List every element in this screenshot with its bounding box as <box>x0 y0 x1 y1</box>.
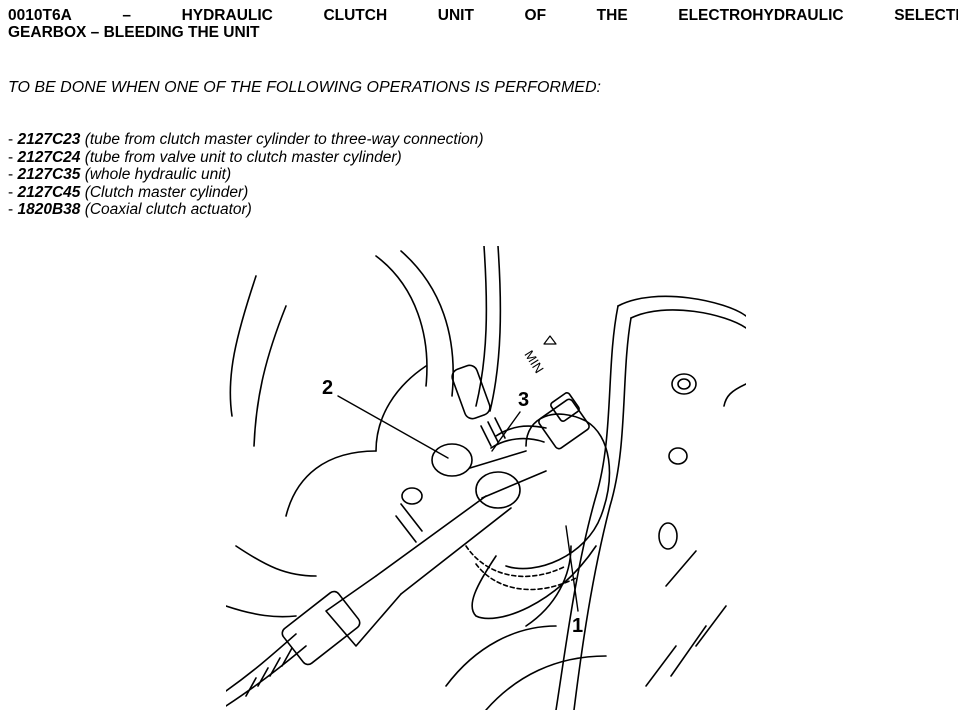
document-title: 0010T6A – HYDRAULIC CLUTCH UNIT OF THE E… <box>8 7 958 41</box>
title-word: – <box>122 7 131 24</box>
title-word: ELECTROHYDRAULIC <box>678 7 844 24</box>
callout-3: 3 <box>518 389 529 411</box>
operation-item: - 2127C35 (whole hydraulic unit) <box>8 166 232 184</box>
title-line-1: 0010T6A – HYDRAULIC CLUTCH UNIT OF THE E… <box>8 7 958 24</box>
min-mark: MIN <box>521 348 546 376</box>
callout-2: 2 <box>322 377 333 399</box>
operation-code: 1820B38 <box>17 201 81 219</box>
operations-list: - 2127C23 (tube from clutch master cylin… <box>8 131 484 219</box>
bleed-connector <box>480 392 590 450</box>
operation-item: - 2127C24 (tube from valve unit to clutc… <box>8 148 402 166</box>
operation-item: - 1820B38 (Coaxial clutch actuator) <box>8 201 252 219</box>
operation-desc: (whole hydraulic unit) <box>80 166 232 184</box>
intro-text: TO BE DONE WHEN ONE OF THE FOLLOWING OPE… <box>8 79 601 96</box>
operation-code: 2127C23 <box>17 131 81 148</box>
operation-desc: (tube from clutch master cylinder to thr… <box>80 131 484 148</box>
operation-code: 2127C45 <box>17 183 81 201</box>
title-word: 0010T6A <box>8 7 72 24</box>
clutch-unit-drawing: MIN <box>226 246 746 710</box>
operation-code: 2127C24 <box>17 148 81 166</box>
bleeder-tool <box>226 487 512 707</box>
operation-item: - 2127C23 (tube from clutch master cylin… <box>8 131 484 148</box>
supply-tube <box>451 246 502 420</box>
technical-illustration: MIN <box>226 246 746 710</box>
operation-item: - 2127C45 (Clutch master cylinder) <box>8 183 249 201</box>
title-word: SELECTION <box>894 7 958 24</box>
banjo-fitting <box>431 443 547 509</box>
housing-contours <box>226 250 607 710</box>
title-word: UNIT <box>437 7 474 24</box>
title-word: CLUTCH <box>323 7 388 24</box>
operation-desc: (Clutch master cylinder) <box>80 183 249 201</box>
operation-desc: (tube from valve unit to clutch master c… <box>80 148 402 166</box>
title-word: HYDRAULIC <box>181 7 273 24</box>
operation-code: 2127C35 <box>17 166 81 184</box>
title-line-2: GEARBOX – BLEEDING THE UNIT <box>8 24 260 41</box>
mounting-plate <box>555 295 746 710</box>
operation-desc: (Coaxial clutch actuator) <box>80 201 252 219</box>
reservoir: MIN <box>465 335 611 620</box>
leader-lines <box>337 395 579 612</box>
title-word: OF <box>524 7 547 24</box>
callout-1: 1 <box>572 615 583 637</box>
title-word: THE <box>596 7 628 24</box>
